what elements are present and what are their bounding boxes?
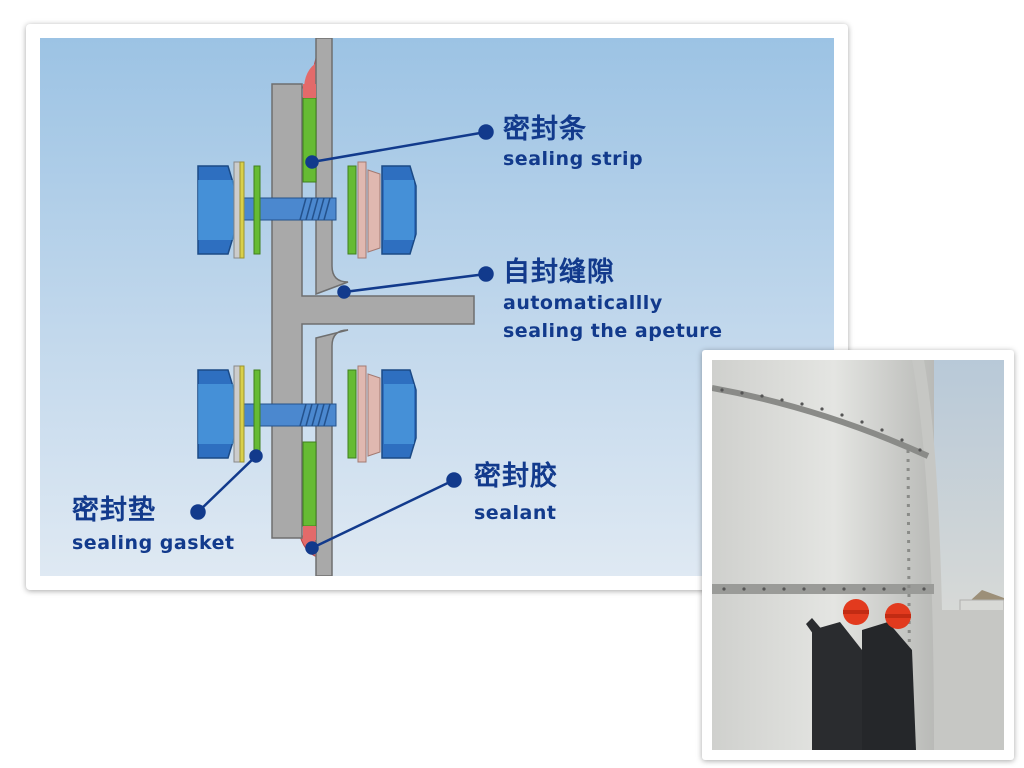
right-plate-lower bbox=[315, 329, 349, 576]
sealing-strip-upper bbox=[302, 97, 317, 183]
sealing-strip-label-zh: 密封条 bbox=[503, 114, 587, 145]
seal-structure-diagram: 密封条 sealing strip 自封缝隙 automaticallly se… bbox=[40, 38, 834, 576]
sealant-strip-lower bbox=[303, 526, 316, 540]
leader-sealing-gasket bbox=[197, 455, 257, 513]
sealing-strip-lower bbox=[302, 441, 317, 527]
sealant-label-en: sealant bbox=[474, 502, 557, 524]
leader-self-sealing-gap bbox=[343, 272, 487, 294]
right-plate-upper bbox=[315, 38, 349, 296]
sealant-strip-upper bbox=[303, 84, 316, 98]
sealing-gasket-label-zh: 密封垫 bbox=[72, 495, 156, 526]
photo-card bbox=[702, 350, 1014, 760]
tank-installation-photo bbox=[712, 360, 1004, 750]
leader-sealing-strip bbox=[311, 130, 487, 164]
self-sealing-gap-label-zh: 自封缝隙 bbox=[503, 257, 615, 288]
sealing-strip-label-en: sealing strip bbox=[503, 148, 644, 170]
upper-bolt bbox=[197, 161, 417, 259]
self-sealing-gap-label-en-2: sealing the apeture bbox=[503, 320, 723, 342]
leader-sealant bbox=[311, 478, 455, 550]
sealant-label-zh: 密封胶 bbox=[474, 461, 558, 492]
sealing-gasket-label-en: sealing gasket bbox=[72, 532, 235, 554]
self-sealing-gap-label-en-1: automaticallly bbox=[503, 292, 663, 314]
t-plate bbox=[271, 83, 475, 539]
